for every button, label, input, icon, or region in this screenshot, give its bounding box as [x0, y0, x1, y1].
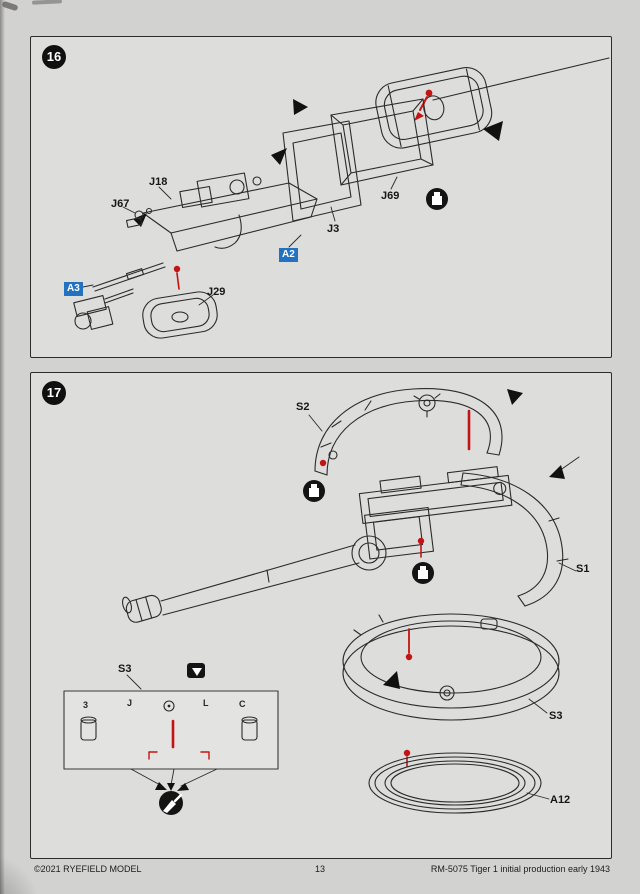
gun-assembly-drawing [122, 466, 513, 623]
rod-a3-drawing [92, 262, 166, 292]
copyright-text: ©2021 RYEFIELD MODEL [34, 864, 142, 874]
page-footer: ©2021 RYEFIELD MODEL 13 RM-5075 Tiger 1 … [0, 864, 640, 882]
platform-j18-drawing [142, 172, 318, 252]
pin-j67-drawing [125, 207, 153, 228]
assembly-arrow [293, 99, 308, 115]
paint-brush-icon [159, 791, 183, 815]
turret-ring-s3-drawing [342, 613, 560, 721]
page-number: 13 [314, 864, 325, 874]
assembly-arrow [549, 465, 565, 479]
leader-lines [82, 176, 398, 306]
assembly-arrow [133, 213, 147, 227]
dish-j29-drawing [142, 291, 218, 339]
inset-mark-4: C [239, 699, 246, 709]
cement-bottle-icon [412, 562, 434, 584]
frame-j69-drawing [330, 98, 434, 186]
step-17-drawing [63, 388, 580, 815]
part-label-a12: A12 [550, 794, 571, 806]
part-label-s2: S2 [296, 401, 310, 413]
inset-detail-box [63, 690, 279, 770]
part-label-a2: A2 [279, 248, 298, 262]
detail-view-icon [187, 663, 205, 678]
shell-s2-drawing [314, 388, 503, 476]
part-label-j69: J69 [381, 190, 400, 202]
shell-s1-drawing [460, 472, 569, 607]
cement-bottle-icon [303, 480, 325, 502]
part-label-s1: S1 [576, 563, 590, 575]
step-16-number-badge: 16 [42, 45, 66, 69]
part-label-j29: J29 [207, 286, 226, 298]
part-label-j18: J18 [149, 176, 168, 188]
step-17-panel: 17 S2 S1 S3 S3 A12 3 J L C [30, 372, 612, 859]
red-marker [414, 89, 433, 121]
machine-gun-drawing [73, 288, 134, 330]
part-label-j67: J67 [111, 198, 130, 210]
scan-edge-artifact [0, 0, 5, 894]
red-marker [173, 265, 181, 290]
mantlet-part-drawing [375, 67, 493, 149]
frame-j3-drawing [282, 120, 362, 222]
cement-bottle-icon [426, 188, 448, 210]
red-marker [417, 537, 425, 558]
paint-pointer-lines [130, 768, 218, 791]
scan-corner-shadow [0, 852, 42, 894]
scan-artifact [31, 0, 63, 5]
step-16-panel: 16 J18 J67 J3 J69 J29 A2 A3 [30, 36, 612, 358]
assembly-arrow [483, 121, 503, 141]
product-info: RM-5075 Tiger 1 initial production early… [430, 864, 610, 874]
step-16-drawing [73, 57, 610, 339]
part-label-a3: A3 [64, 282, 83, 296]
part-label-s3-ring: S3 [549, 710, 563, 722]
red-marker [319, 459, 327, 467]
assembly-arrow [507, 389, 523, 405]
part-label-s3-inset: S3 [118, 663, 132, 675]
assembly-arrow [271, 148, 287, 165]
inset-mark-1: 3 [83, 700, 89, 710]
inset-mark-2: J [127, 698, 133, 708]
ring-a12-drawing [368, 752, 542, 814]
assembly-arrow [383, 671, 400, 689]
part-label-j3: J3 [327, 223, 340, 235]
red-marker [405, 628, 413, 661]
inset-mark-3: L [203, 698, 209, 708]
step-17-number-badge: 17 [42, 381, 66, 405]
